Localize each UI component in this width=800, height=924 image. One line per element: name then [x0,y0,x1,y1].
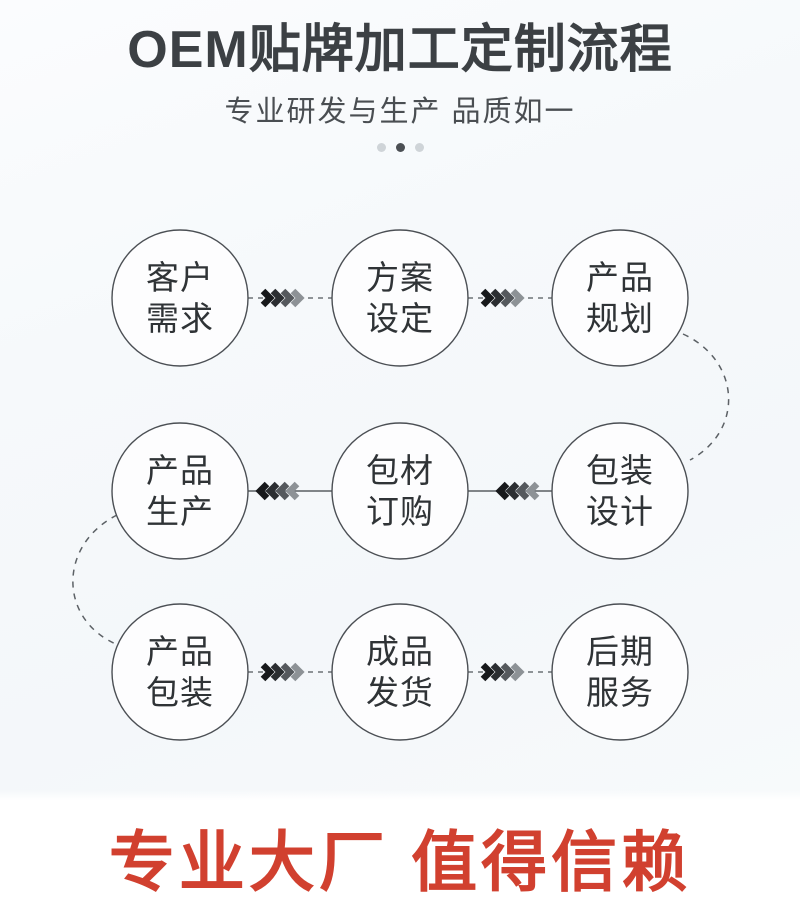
flow-node-line1: 成品 [366,633,434,670]
chevron-arrow-left [255,481,300,501]
flow-node-line1: 产品 [146,633,214,670]
banner-slogan: 专业大厂 值得信赖 [108,825,692,899]
row3-connector-2 [468,662,552,682]
flow-node-line2: 生产 [146,493,214,530]
row3-connector-1 [248,662,332,682]
chevron-arrow-right [480,662,525,682]
flow-node-line2: 包装 [146,674,214,711]
flow-node-customer-demand[interactable]: 客户 需求 [111,229,249,367]
flow-node-line1: 产品 [146,452,214,489]
flow-node-line2: 需求 [146,300,214,337]
wrap-curve-right [682,333,730,461]
page-title: OEM贴牌加工定制流程 [127,21,673,79]
flow-node-product-planning[interactable]: 产品 规划 [551,229,689,367]
row2-connector-1 [248,481,332,501]
flow-node-after-sales-service[interactable]: 后期 服务 [551,603,689,741]
row1-connector-1 [248,288,332,308]
flow-node-line2: 发货 [366,674,434,711]
flow-node-line2: 订购 [366,493,434,530]
flow-node-product-packaging[interactable]: 产品 包装 [111,603,249,741]
flow-node-line1: 后期 [586,633,654,670]
row2-connector-2 [468,481,552,501]
chevron-arrow-right [480,288,525,308]
process-flow-diagram: 客户 需求 方案 设定 产品 规划 产品 生产 包材 订购 包装 设计 [72,229,730,741]
chevron-arrow-right [260,288,305,308]
row1-connector-2 [468,288,552,308]
flow-node-line1: 客户 [146,259,214,296]
flow-node-line2: 设定 [366,300,434,337]
flow-node-line1: 包装 [586,452,654,489]
flow-node-packaging-material-order[interactable]: 包材 订购 [331,422,469,560]
chevron-arrow-right [260,662,305,682]
carousel-dots[interactable] [365,129,435,152]
header: OEM贴牌加工定制流程 专业研发与生产 品质如一 [0,0,800,152]
carousel-dot-3[interactable] [414,143,424,152]
flow-node-product-production[interactable]: 产品 生产 [111,422,249,560]
flow-node-line1: 产品 [586,259,654,296]
flow-node-line2: 设计 [586,493,654,530]
wrap-curve-left [72,514,119,646]
flow-node-plan-setting[interactable]: 方案 设定 [331,229,469,367]
carousel-dot-1[interactable] [376,143,386,152]
flow-node-line1: 方案 [366,259,434,296]
chevron-arrow-left [495,481,540,501]
page-subtitle: 专业研发与生产 品质如一 [224,96,576,128]
flow-node-finished-shipment[interactable]: 成品 发货 [331,603,469,741]
bottom-banner: 专业大厂 值得信赖 [0,800,800,924]
flow-node-line2: 服务 [586,674,654,711]
flow-node-package-design[interactable]: 包装 设计 [551,422,689,560]
carousel-dot-2[interactable] [395,143,405,152]
flow-node-line1: 包材 [366,452,434,489]
flow-node-line2: 规划 [586,300,654,337]
